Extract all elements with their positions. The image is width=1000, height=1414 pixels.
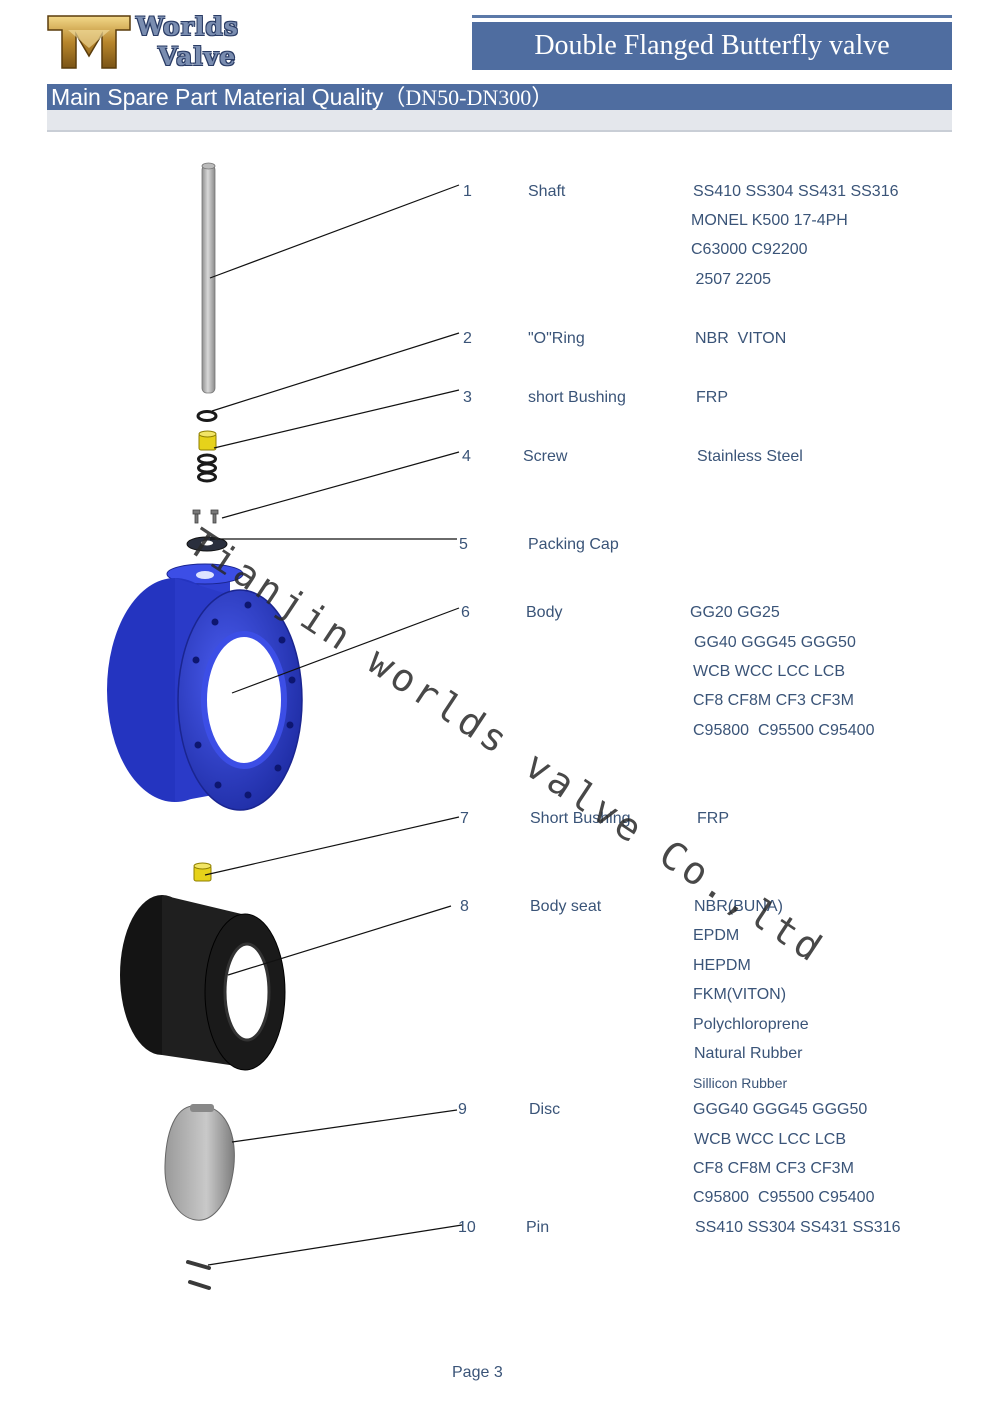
part-material: SS410 SS304 SS431 SS316 xyxy=(693,183,899,200)
part-material: CF8 CF8M CF3 CF3M xyxy=(693,1160,854,1177)
short-bushing-2-drawing xyxy=(193,862,212,882)
logo-mark xyxy=(46,12,132,70)
logo-wordmark: Worlds Valve xyxy=(136,12,239,72)
screws-drawing xyxy=(192,509,219,524)
packing-rings-drawing xyxy=(197,453,217,483)
shaft-drawing xyxy=(201,162,216,394)
part-name: Body seat xyxy=(530,898,602,915)
part-name: Screw xyxy=(523,448,568,465)
part-number: 2 xyxy=(463,330,472,347)
part-name: Pin xyxy=(526,1219,550,1236)
part-material: FRP xyxy=(697,810,729,827)
valve-body-drawing xyxy=(107,563,303,811)
part-material: HEPDM xyxy=(693,957,751,974)
part-material: EPDM xyxy=(693,927,740,944)
part-material: FRP xyxy=(696,389,728,406)
part-material: WCB WCC LCC LCB xyxy=(693,663,846,680)
part-material: SS410 SS304 SS431 SS316 xyxy=(695,1219,901,1236)
part-number: 4 xyxy=(462,448,471,465)
part-material: C63000 C92200 xyxy=(691,241,808,258)
part-material: MONEL K500 17-4PH xyxy=(691,212,848,229)
logo-word-1: Worlds xyxy=(136,12,239,41)
part-name: Disc xyxy=(529,1101,561,1118)
part-material: 2507 2205 xyxy=(691,271,772,288)
part-name: "O"Ring xyxy=(528,330,585,347)
part-material: NBR(BUNA) xyxy=(694,898,783,915)
section-underline-strip xyxy=(47,110,952,132)
part-name: short Bushing xyxy=(528,389,626,406)
section-title-range: （DN50-DN300） xyxy=(383,85,554,110)
part-name: Shaft xyxy=(528,183,566,200)
leader-lines xyxy=(204,184,463,1266)
pins-drawing xyxy=(186,1260,211,1290)
part-material: Natural Rubber xyxy=(694,1045,803,1062)
packing-cap-drawing xyxy=(186,536,228,552)
body-seat-drawing xyxy=(120,895,286,1071)
part-material: Polychloroprene xyxy=(693,1016,809,1033)
part-material: GG40 GGG45 GGG50 xyxy=(694,634,856,651)
page-number: Page 3 xyxy=(452,1364,503,1381)
part-material: FKM(VITON) xyxy=(693,986,787,1003)
part-name: Packing Cap xyxy=(528,536,619,553)
part-number: 1 xyxy=(463,183,472,200)
part-material: GGG40 GGG45 GGG50 xyxy=(693,1101,868,1118)
section-title-text: Main Spare Part Material Quality xyxy=(51,84,384,110)
part-material: NBR VITON xyxy=(695,330,787,347)
o-ring-drawing xyxy=(196,410,218,422)
part-material: Stainless Steel xyxy=(697,448,803,465)
part-number: 5 xyxy=(459,536,468,553)
part-material: CF8 CF8M CF3 CF3M xyxy=(693,692,854,709)
title-rule xyxy=(472,15,952,18)
disc-drawing xyxy=(164,1104,235,1221)
part-number: 7 xyxy=(460,810,469,827)
section-title: Main Spare Part Material Quality（DN50-DN… xyxy=(47,84,952,110)
short-bushing-drawing xyxy=(198,430,217,451)
part-number: 8 xyxy=(460,898,469,915)
part-material: C95800 C95500 C95400 xyxy=(693,722,875,739)
part-material: WCB WCC LCC LCB xyxy=(694,1131,847,1148)
part-name: Short Bushing xyxy=(530,810,631,827)
part-number: 6 xyxy=(461,604,470,621)
part-number: 9 xyxy=(458,1101,467,1118)
part-number: 10 xyxy=(458,1219,476,1236)
part-material: Sillicon Rubber xyxy=(693,1075,788,1091)
page-title: Double Flanged Butterfly valve xyxy=(472,22,952,70)
part-number: 3 xyxy=(463,389,472,406)
part-material: GG20 GG25 xyxy=(690,604,780,621)
logo-word-2: Valve xyxy=(158,42,237,71)
part-name: Body xyxy=(526,604,563,621)
part-material: C95800 C95500 C95400 xyxy=(693,1189,875,1206)
